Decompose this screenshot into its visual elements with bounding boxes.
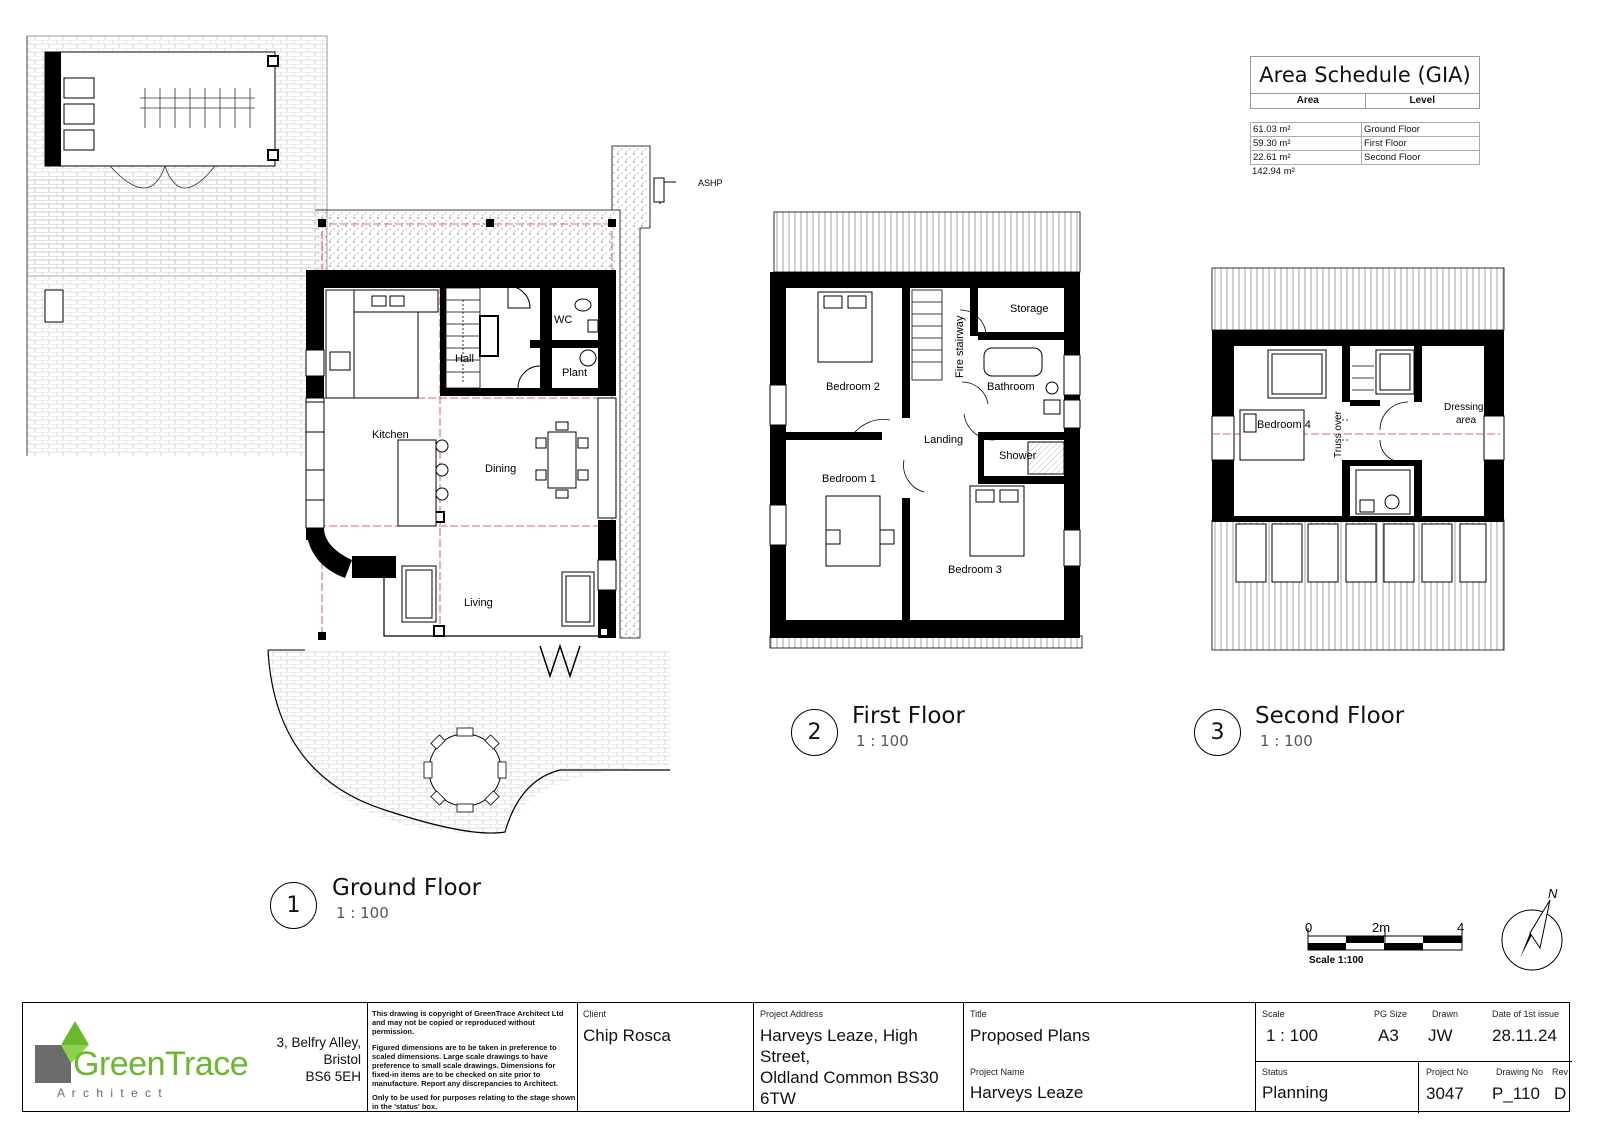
scale-bar-label: Scale 1:100	[1309, 955, 1364, 966]
area-schedule-header: Area Level	[1250, 94, 1480, 109]
page-size: A3	[1378, 1026, 1399, 1045]
drawn-by: JW	[1428, 1026, 1453, 1045]
scale-value: 1 : 100	[1266, 1026, 1318, 1045]
view-number: 1	[270, 882, 317, 929]
company-address: 3, Belfry Alley, Bristol BS6 5EH	[276, 1035, 361, 1084]
first-floor-plan: Bedroom 2 Fire stairway Storage Bathroom…	[769, 211, 1083, 649]
company-name: GreenTrace	[73, 1045, 249, 1083]
label-truss-over: Truss over	[1333, 410, 1344, 458]
side-path	[27, 176, 317, 456]
north-arrow-icon: N	[1501, 886, 1563, 971]
room-label-shower: Shower	[999, 450, 1037, 462]
view-name: Second Floor	[1255, 703, 1405, 729]
project-address-cell: Project Address Harveys Leaze, High Stre…	[753, 1003, 963, 1111]
structural-grid-lines	[318, 220, 615, 636]
ground-floor-plan: WC Hall Plant Kitchen Dining Living ASHP	[26, 35, 723, 834]
title-cell: Title Proposed Plans Project Name Harvey…	[963, 1003, 1239, 1111]
scale-bar-tick-4: 4	[1457, 920, 1464, 935]
header-level: Level	[1409, 95, 1436, 106]
room-label-dressing-line-2: area	[1456, 415, 1476, 426]
client-cell: Client Chip Rosca	[577, 1003, 753, 1111]
project-address: Harveys Leaze, High Street, Oldland Comm…	[760, 1026, 939, 1108]
view-scale: 1 : 100	[1260, 732, 1313, 750]
project-name: Harveys Leaze	[970, 1083, 1084, 1102]
room-label-wc: WC	[554, 314, 572, 326]
drawing-title: Proposed Plans	[970, 1026, 1091, 1045]
room-label-bedroom-4: Bedroom 4	[1257, 419, 1311, 431]
scale-bar-tick-2m: 2m	[1372, 920, 1390, 935]
room-label-storage: Storage	[1010, 303, 1049, 315]
scale-bar-tick-0: 0	[1305, 920, 1312, 935]
greentrace-logo-icon	[35, 1021, 89, 1083]
room-label-bedroom-3: Bedroom 3	[948, 564, 1002, 576]
label-ashp: ASHP	[698, 178, 723, 188]
room-label-hall: Hall	[455, 353, 474, 365]
view-name: First Floor	[852, 703, 965, 729]
floor-plans-drawing: WC Hall Plant Kitchen Dining Living ASHP	[26, 35, 1563, 971]
view-name: Ground Floor	[332, 875, 482, 901]
drawing-info-cell: Scale 1 : 100 PG Size A3 Drawn JW Date o…	[1255, 1003, 1572, 1113]
north-label: N	[1548, 886, 1558, 901]
second-floor-plan: Bedroom 4 Truss over Dressing area	[1211, 267, 1505, 651]
drawing-number: P_110	[1492, 1084, 1540, 1103]
first-floor-roof-front	[773, 211, 1081, 273]
room-label-dining: Dining	[485, 463, 516, 475]
issue-date: 28.11.24	[1492, 1026, 1557, 1045]
company-subtitle: A r c h i t e c t	[57, 1086, 164, 1100]
client-name: Chip Rosca	[583, 1026, 671, 1045]
status-value: Planning	[1262, 1083, 1329, 1102]
company-cell: GreenTrace A r c h i t e c t 3, Belfry A…	[23, 1003, 373, 1111]
copyright-cell: This drawing is copyright of GreenTrace …	[367, 1003, 577, 1111]
scale-bar: 0 2m 4 Scale 1:100	[1305, 920, 1464, 966]
first-floor-walls	[770, 272, 1080, 638]
dimensions-note: Figured dimensions are to be taken in pr…	[372, 1043, 559, 1088]
project-number: 3047	[1426, 1084, 1464, 1103]
room-label-bedroom-2: Bedroom 2	[826, 381, 880, 393]
revision: D	[1554, 1084, 1567, 1103]
title-block: GreenTrace A r c h i t e c t 3, Belfry A…	[22, 1002, 1572, 1113]
second-floor-roof-front	[1211, 267, 1505, 331]
view-scale: 1 : 100	[856, 732, 909, 750]
room-label-dressing-line-1: Dressing	[1444, 402, 1483, 413]
header-area: Area	[1251, 94, 1366, 108]
room-label-bedroom-1: Bedroom 1	[822, 473, 876, 485]
status-note: Only to be used for purposes relating to…	[372, 1093, 576, 1111]
room-label-living: Living	[464, 597, 493, 609]
view-number: 3	[1194, 709, 1241, 756]
area-schedule-title: Area Schedule (GIA)	[1250, 56, 1480, 94]
view-number: 2	[791, 709, 838, 756]
room-label-fire-stairway: Fire stairway	[954, 315, 966, 378]
room-label-bathroom: Bathroom	[987, 381, 1035, 393]
room-label-landing: Landing	[924, 434, 963, 446]
area-total: 142.94 m²	[1252, 166, 1295, 177]
gravel-border	[315, 145, 651, 639]
copyright-note: This drawing is copyright of GreenTrace …	[372, 1009, 564, 1036]
view-scale: 1 : 100	[336, 904, 389, 922]
room-label-plant: Plant	[562, 367, 587, 379]
room-label-kitchen: Kitchen	[372, 429, 409, 441]
